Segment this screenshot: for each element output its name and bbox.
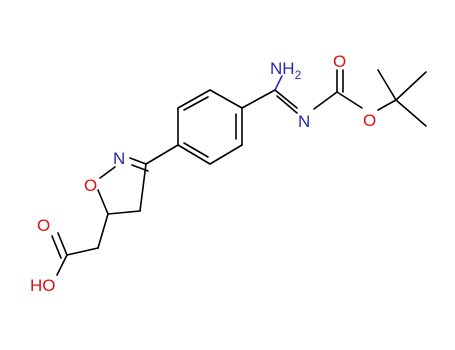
imine-n-label: N <box>298 112 310 131</box>
ester-o-label: O <box>363 111 376 130</box>
ring-o-label: O <box>84 176 97 195</box>
isoxazoline-ring <box>97 144 179 215</box>
hydroxyl-label: HO <box>30 276 56 295</box>
carbamate-carbonyl-o-label: O <box>333 52 346 71</box>
acetic-acid-chain <box>51 213 109 276</box>
boc-group <box>313 69 427 127</box>
benzene-ring <box>177 89 243 165</box>
amine-label: NH2 <box>270 59 302 82</box>
amidine-group <box>241 75 298 114</box>
ring-n-label: N <box>113 149 125 168</box>
acid-carbonyl-o-label: O <box>37 216 50 235</box>
